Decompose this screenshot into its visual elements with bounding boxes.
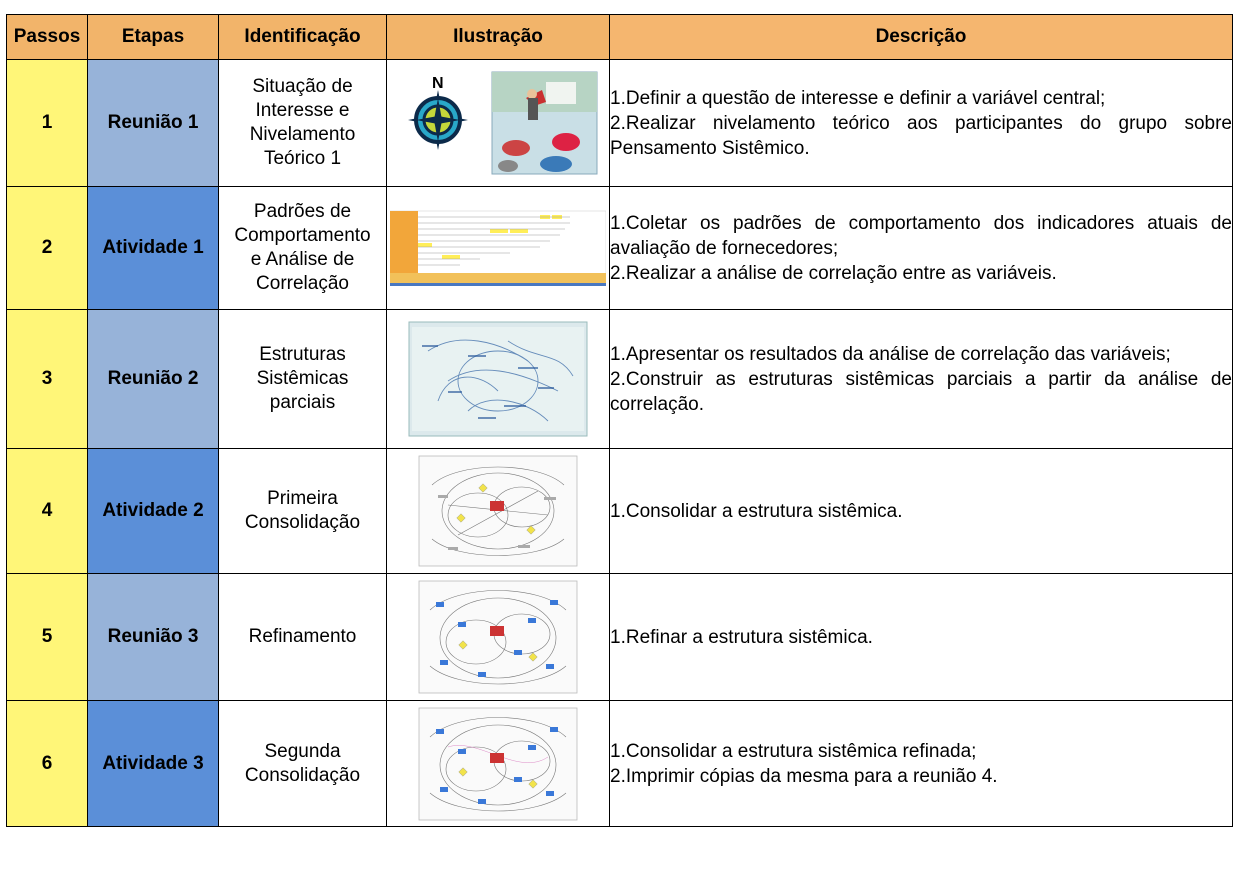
table-row: 5 Reunião 3 Refinamento	[6, 573, 1233, 701]
systemic-map-image	[418, 455, 578, 567]
identification-line: Consolidação	[244, 512, 361, 533]
table-row: 6 Atividade 3 Segunda Consolidação	[6, 700, 1233, 827]
identification-line: Sistêmicas	[256, 368, 349, 389]
step-description: 1.Coletar os padrões de comportamento do…	[609, 186, 1233, 310]
description-line: 2.Imprimir cópias da mesma para a reuniã…	[610, 765, 998, 787]
step-description: 1.Definir a questão de interesse e defin…	[609, 59, 1233, 187]
identification-line: Comportamento	[234, 225, 371, 246]
step-stage: Atividade 1	[87, 186, 219, 310]
step-description: 1.Apresentar os resultados da análise de…	[609, 309, 1233, 449]
meeting-photo	[491, 71, 597, 175]
header-ilustracao: Ilustração	[386, 14, 610, 60]
identification-line: e Análise de	[250, 249, 355, 270]
step-number: 5	[6, 573, 88, 701]
step-identification: Padrões de Comportamento e Análise de Co…	[218, 186, 387, 310]
header-identificacao: Identificação	[218, 14, 387, 60]
identification-line: Correlação	[256, 273, 349, 294]
identification-line: Refinamento	[248, 626, 357, 647]
table-row: 4 Atividade 2 Primeira Consolidação	[6, 448, 1233, 574]
step-illustration	[386, 700, 610, 827]
step-identification: Situação de Interesse e Nivelamento Teór…	[218, 59, 387, 187]
identification-line: Teórico 1	[263, 148, 342, 169]
step-identification: Refinamento	[218, 573, 387, 701]
step-stage: Reunião 3	[87, 573, 219, 701]
header-descricao: Descrição	[609, 14, 1233, 60]
systemic-map-image	[418, 707, 578, 820]
step-description: 1.Consolidar a estrutura sistêmica refin…	[609, 700, 1233, 827]
table-row: 2 Atividade 1 Padrões de Comportamento e…	[6, 186, 1233, 310]
identification-line: parciais	[269, 392, 336, 413]
step-identification: Estruturas Sistêmicas parciais	[218, 309, 387, 449]
description-line: 2.Realizar nivelamento teórico aos parti…	[610, 112, 1232, 159]
step-stage: Atividade 3	[87, 700, 219, 827]
step-number: 6	[6, 700, 88, 827]
whiteboard-photo-image	[408, 321, 588, 437]
identification-line: Padrões de	[253, 201, 352, 222]
step-stage: Reunião 2	[87, 309, 219, 449]
identification-line: Estruturas	[259, 344, 346, 365]
identification-line: Interesse e	[255, 100, 350, 121]
step-number: 1	[6, 59, 88, 187]
step-description: 1.Consolidar a estrutura sistêmica.	[609, 448, 1233, 574]
step-illustration	[386, 573, 610, 701]
header-row: Passos Etapas Identificação Ilustração D…	[6, 14, 1233, 60]
table-row: 3 Reunião 2 Estruturas Sistêmicas parcia…	[6, 309, 1233, 449]
header-etapas: Etapas	[87, 14, 219, 60]
description-line: 1.Refinar a estrutura sistêmica.	[610, 626, 873, 648]
description-line: 1.Consolidar a estrutura sistêmica refin…	[610, 740, 977, 762]
step-illustration	[386, 448, 610, 574]
step-illustration: N	[386, 59, 610, 187]
compass-and-meeting-image: N	[407, 71, 597, 175]
compass-icon: N	[407, 75, 468, 150]
description-line: 2.Realizar a análise de correlação entre…	[610, 262, 1057, 284]
description-line: 1.Apresentar os resultados da análise de…	[610, 343, 1171, 365]
identification-line: Nivelamento	[249, 124, 356, 145]
description-line: 1.Definir a questão de interesse e defin…	[610, 87, 1106, 109]
step-stage: Reunião 1	[87, 59, 219, 187]
step-number: 2	[6, 186, 88, 310]
header-passos: Passos	[6, 14, 88, 60]
correlation-spreadsheet-image	[390, 210, 606, 286]
description-line: 1.Coletar os padrões de comportamento do…	[610, 212, 1232, 259]
step-illustration	[386, 309, 610, 449]
identification-line: Consolidação	[244, 764, 361, 786]
description-line: 1.Consolidar a estrutura sistêmica.	[610, 500, 903, 522]
compass-north-label: N	[432, 75, 444, 92]
step-illustration	[386, 186, 610, 310]
table-row: 1 Reunião 1 Situação de Interesse e Nive…	[6, 59, 1233, 187]
step-identification: Primeira Consolidação	[218, 448, 387, 574]
step-number: 3	[6, 309, 88, 449]
step-stage: Atividade 2	[87, 448, 219, 574]
identification-line: Segunda	[264, 740, 341, 762]
step-number: 4	[6, 448, 88, 574]
step-description: 1.Refinar a estrutura sistêmica.	[609, 573, 1233, 701]
identification-line: Primeira	[267, 488, 338, 509]
description-line: 2.Construir as estruturas sistêmicas par…	[610, 368, 1232, 415]
identification-line: Situação de	[252, 76, 353, 97]
methodology-steps-table: Passos Etapas Identificação Ilustração D…	[6, 14, 1233, 827]
step-identification: Segunda Consolidação	[218, 700, 387, 827]
systemic-map-image	[418, 580, 578, 694]
